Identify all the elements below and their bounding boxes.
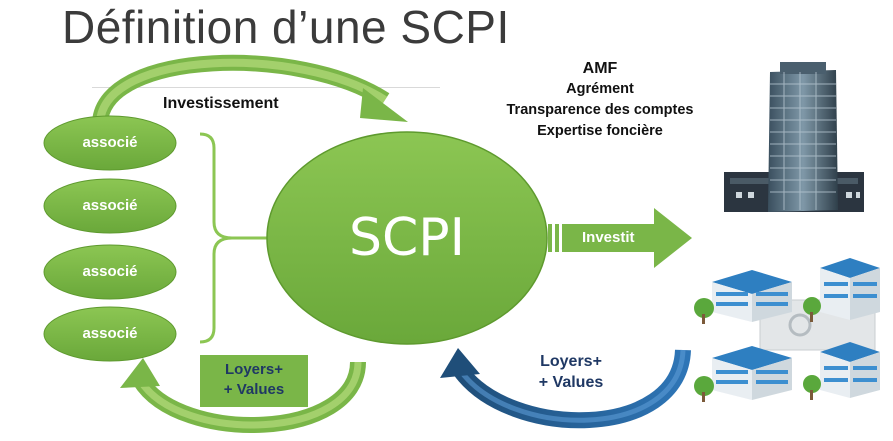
loyers-right-line2: + Values bbox=[516, 372, 626, 393]
associes-bracket bbox=[200, 134, 268, 342]
loyers-left-line2: + Values bbox=[200, 380, 308, 400]
loyers-left-line1: Loyers+ bbox=[200, 360, 308, 380]
regulation-list: AMF Agrément Transparence des comptes Ex… bbox=[470, 58, 730, 142]
regulation-item-expertise: Expertise foncière bbox=[470, 121, 730, 142]
investissement-arrow bbox=[100, 63, 408, 122]
regulation-item-transparence: Transparence des comptes bbox=[470, 100, 730, 121]
regulation-item-amf: AMF bbox=[470, 58, 730, 79]
loyers-right-label: Loyers+ + Values bbox=[516, 351, 626, 393]
associe-label-1: associé bbox=[50, 134, 170, 151]
investit-label: Investit bbox=[582, 229, 635, 246]
scpi-label: SCPI bbox=[327, 208, 487, 268]
loyers-left-label: Loyers+ + Values bbox=[200, 360, 308, 400]
skyscraper-icon bbox=[724, 62, 864, 212]
associe-label-3: associé bbox=[50, 263, 170, 280]
regulation-item-agrement: Agrément bbox=[470, 79, 730, 100]
office-buildings-icon bbox=[694, 258, 880, 402]
associe-label-4: associé bbox=[50, 325, 170, 342]
investissement-label: Investissement bbox=[163, 95, 279, 113]
loyers-right-line1: Loyers+ bbox=[516, 351, 626, 372]
associe-label-2: associé bbox=[50, 197, 170, 214]
